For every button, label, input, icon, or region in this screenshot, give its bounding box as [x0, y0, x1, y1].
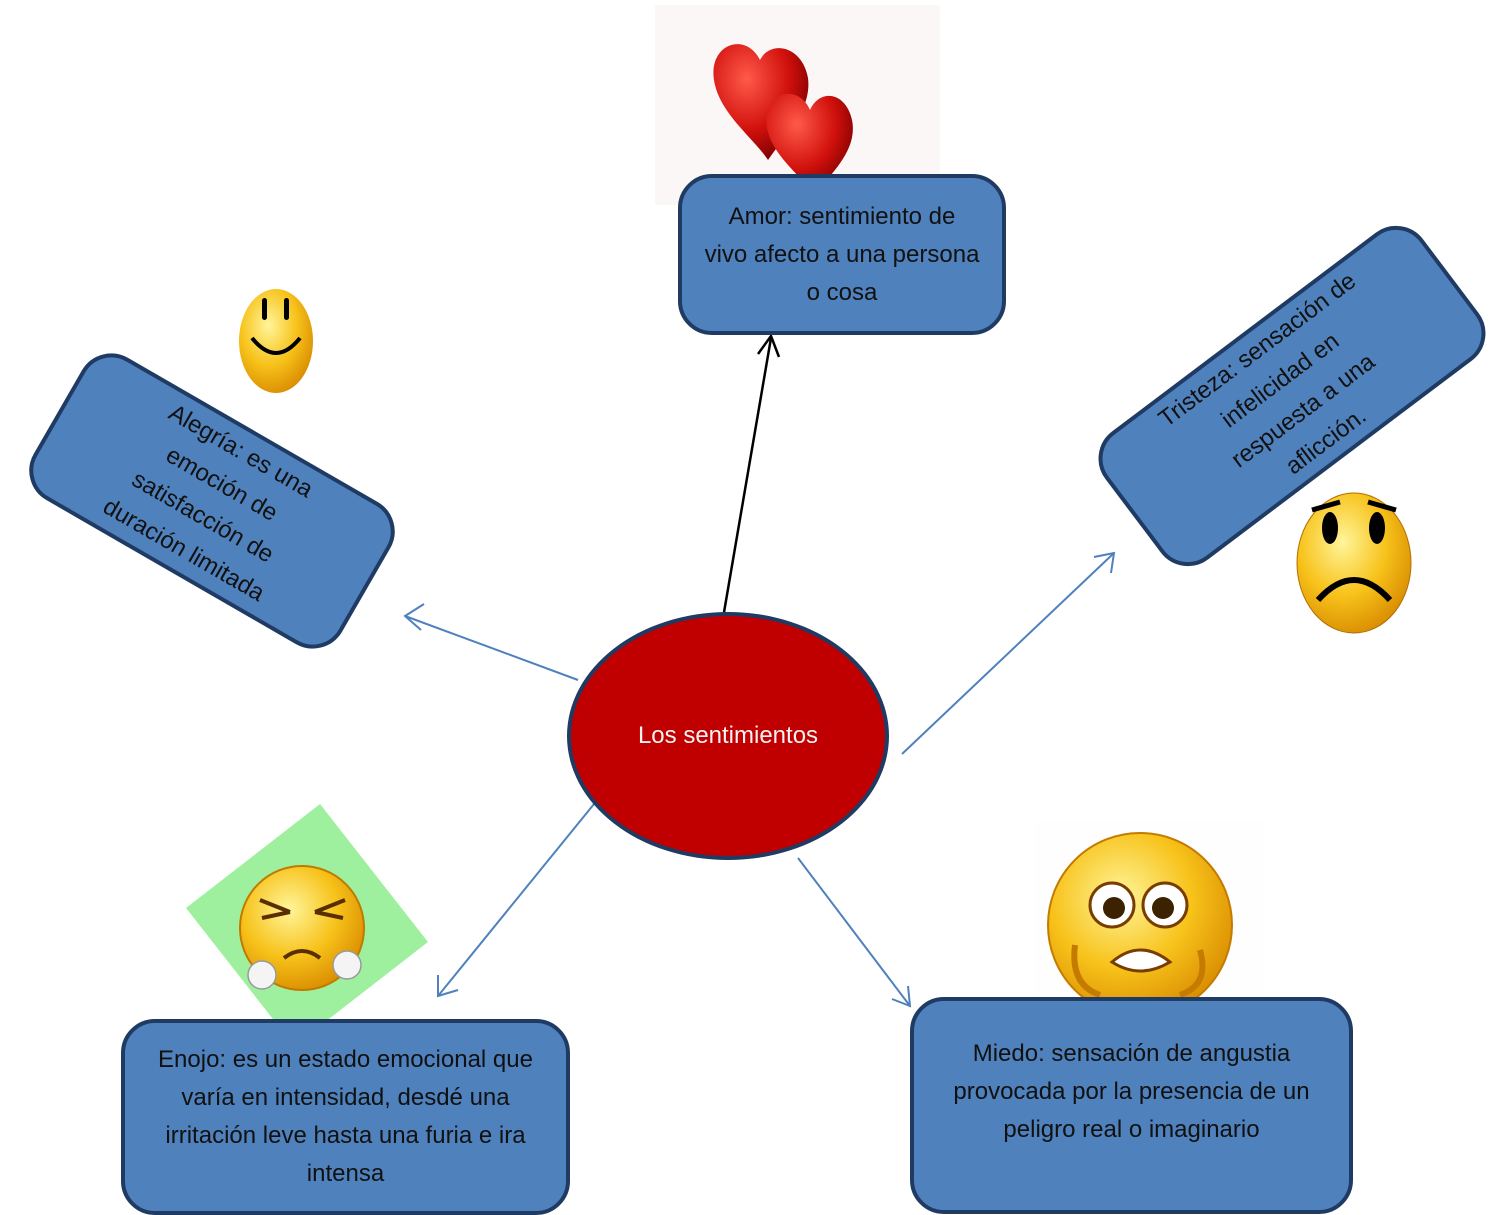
node-amor: Amor: sentimiento de vivo afecto a una p… — [678, 174, 1006, 335]
arrow-to-enojo — [437, 803, 595, 998]
node-miedo: Miedo: sensación de angustia provocada p… — [910, 997, 1353, 1214]
node-enojo-text: Enojo: es un estado emocional que varía … — [158, 1046, 533, 1187]
central-topic-label: Los sentimientos — [637, 722, 819, 749]
arrow-to-tristeza — [901, 551, 1116, 755]
angry-face-icon — [186, 804, 428, 1046]
node-amor-text: Amor: sentimiento de vivo afecto a una p… — [704, 202, 980, 306]
smiley-happy-icon — [239, 289, 313, 393]
arrow-to-miedo — [797, 857, 912, 1008]
node-miedo-text: Miedo: sensación de angustia provocada p… — [953, 1040, 1310, 1143]
central-topic: Los sentimientos — [567, 612, 889, 860]
arrow-to-amor — [720, 333, 781, 625]
arrow-to-alegria — [403, 603, 579, 681]
sad-face-icon — [1287, 463, 1419, 638]
hearts-image — [655, 5, 940, 205]
node-enojo: Enojo: es un estado emocional que varía … — [121, 1019, 570, 1215]
scared-face-icon — [1035, 820, 1263, 1018]
